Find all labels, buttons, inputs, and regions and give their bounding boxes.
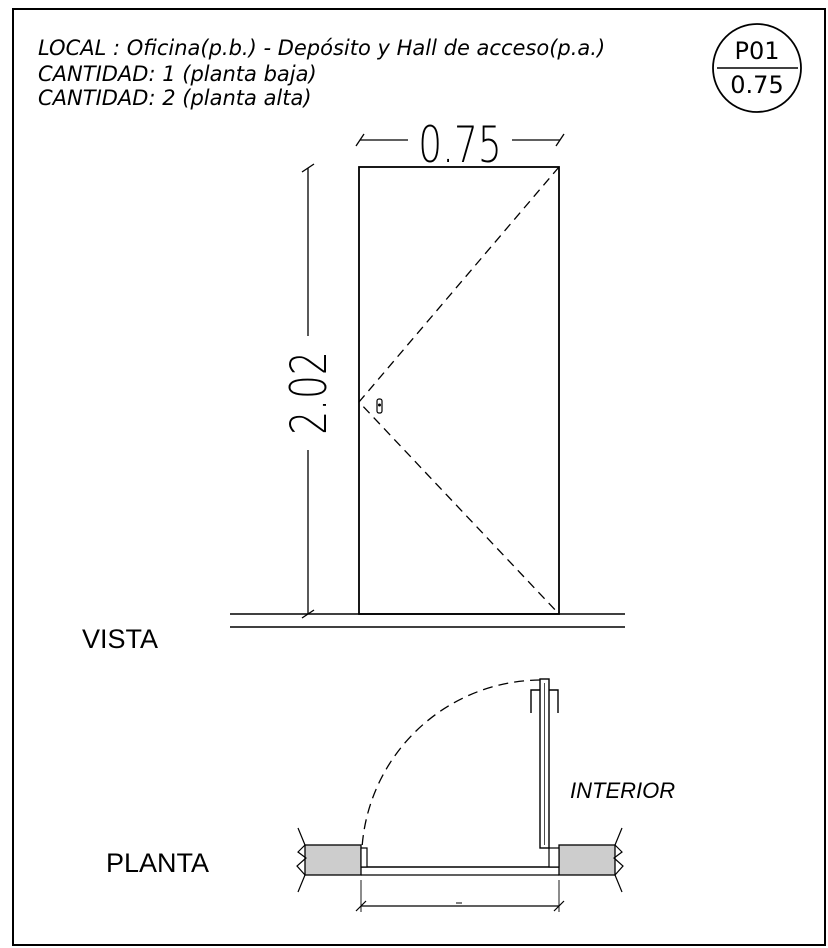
interior-label: INTERIOR xyxy=(570,778,676,803)
door-elevation xyxy=(358,166,560,615)
wall-right xyxy=(558,827,624,893)
handle-plan-icon xyxy=(530,689,559,713)
local-title: LOCAL : Oficina(p.b.) - Depósito y Hall … xyxy=(38,36,606,60)
sheet-border xyxy=(12,8,826,946)
wall-left xyxy=(296,827,362,893)
door-swing-arc xyxy=(361,679,541,849)
door-tag-code: P01 xyxy=(734,37,779,65)
vista-label: VISTA xyxy=(82,624,159,654)
cantidad-planta-alta: CANTIDAD: 2 (planta alta) xyxy=(38,86,312,110)
floor-line xyxy=(230,613,625,628)
door-tag: P01 0.75 xyxy=(712,23,802,113)
plan-width-dimension xyxy=(355,880,565,912)
planta-label: PLANTA xyxy=(106,848,210,878)
door-frame-plan xyxy=(360,847,560,868)
width-dimension: 0.75 xyxy=(355,117,565,175)
door-threshold xyxy=(361,866,559,876)
door-handle-icon xyxy=(376,398,383,414)
height-dimension: 2.02 xyxy=(281,163,339,619)
height-dimension-text: 2.02 xyxy=(281,351,339,434)
door-tag-width: 0.75 xyxy=(730,71,783,99)
door-leaf-plan xyxy=(539,678,550,849)
width-dimension-text: 0.75 xyxy=(418,117,501,175)
cantidad-planta-baja: CANTIDAD: 1 (planta baja) xyxy=(38,62,317,86)
